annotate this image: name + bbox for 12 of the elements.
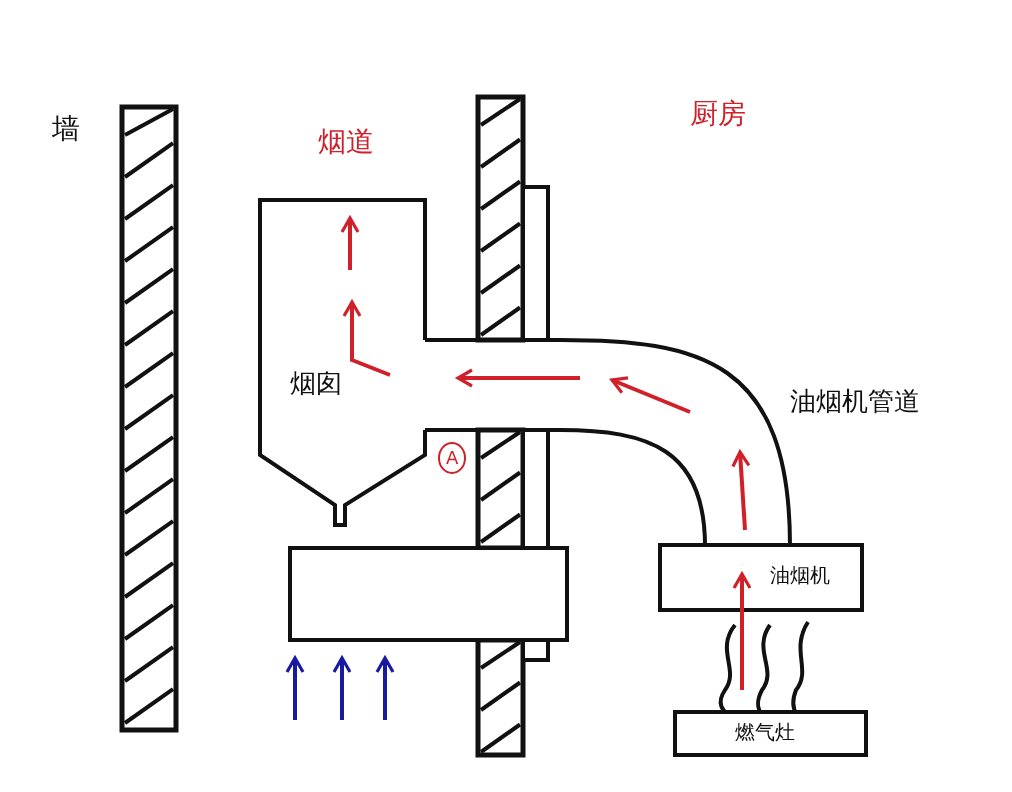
callout-letter: A — [438, 442, 467, 474]
floor-slab — [288, 546, 569, 642]
node-label: 燃气灶 — [735, 722, 795, 742]
range-hood-box — [658, 543, 864, 613]
flue-label: 烟道 — [318, 128, 374, 156]
node-label: 油烟机 — [770, 565, 830, 585]
gas-stove-box — [673, 710, 868, 757]
chimney-outline — [255, 195, 430, 530]
node-label: 油烟机管道 — [790, 388, 920, 414]
wall-label: 墙 — [52, 115, 80, 143]
node-label: 烟囱 — [290, 370, 342, 396]
kitchen-label: 厨房 — [690, 100, 746, 128]
